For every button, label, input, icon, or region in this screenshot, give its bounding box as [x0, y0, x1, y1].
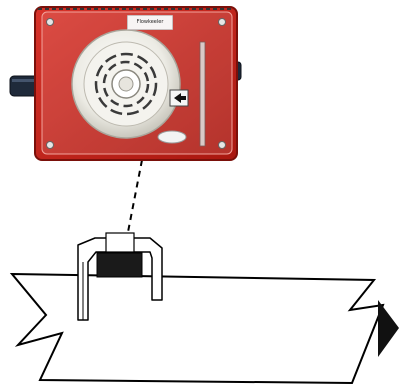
end-cap	[158, 131, 186, 143]
enclosure-label: Flowkeeler	[127, 15, 173, 30]
duct-outline	[12, 274, 383, 383]
arrow-left-icon	[170, 90, 188, 106]
dashed-connector	[128, 160, 142, 232]
triangle-right-icon	[378, 300, 399, 357]
sampling-head	[106, 233, 134, 252]
sampling-tube-vertical	[200, 42, 205, 146]
smoke-detector	[72, 30, 180, 138]
screw-icon	[47, 142, 54, 149]
sampling-block	[97, 253, 142, 277]
air-duct	[12, 274, 383, 383]
screw-icon	[47, 19, 54, 26]
screw-icon	[219, 142, 226, 149]
screw-icon	[219, 19, 226, 26]
